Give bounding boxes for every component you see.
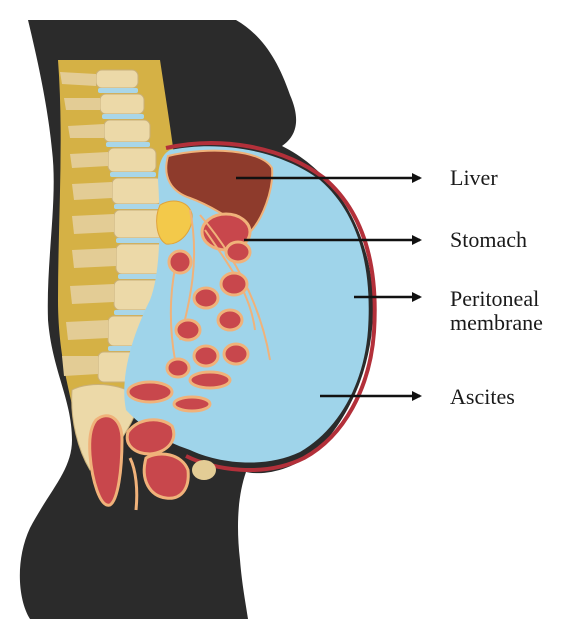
label-stomach: Stomach [450,228,527,252]
bladder [144,454,188,498]
label-peritoneal-line1: Peritoneal [450,287,543,311]
label-liver: Liver [450,166,498,190]
label-liver-text: Liver [450,166,498,190]
label-peritoneal-membrane: Peritoneal membrane [450,287,543,335]
label-ascites: Ascites [450,385,515,409]
label-ascites-text: Ascites [450,385,515,409]
uterus [127,420,174,454]
label-stomach-text: Stomach [450,228,527,252]
pubic-bone [192,460,216,480]
label-peritoneal-line2: membrane [450,311,543,335]
